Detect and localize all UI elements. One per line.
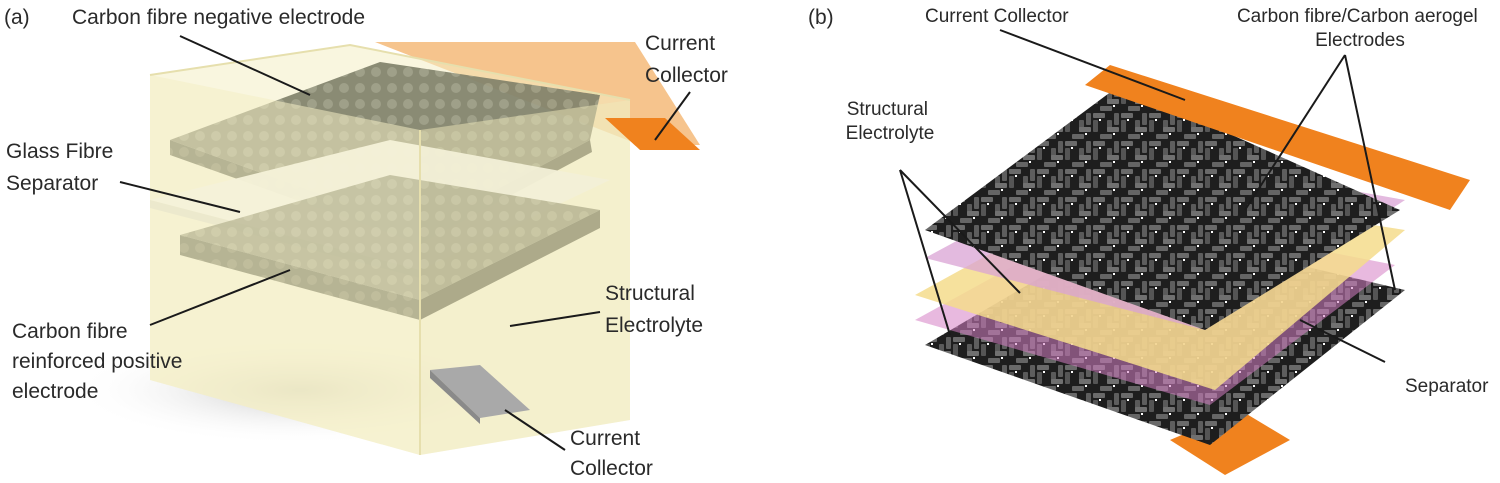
top-collector-tab	[605, 118, 700, 150]
panel-a: (a) Carbon fibre negative electrode	[4, 6, 728, 480]
leader-electrodes-b-2	[1344, 54, 1396, 291]
leader-bottom-collector	[504, 409, 566, 451]
label-top-collector: Current Collector	[645, 32, 728, 87]
panel-b: (b) Current Collector Carbon fibre/Carbo…	[808, 6, 1489, 475]
label-electrolyte-a: Structural Electrolyte	[605, 282, 703, 337]
leader-separator	[119, 181, 241, 213]
leader-electrodes-b-1	[1244, 54, 1346, 211]
leader-electrolyte-b-1	[899, 169, 1021, 294]
label-positive-electrode: Carbon fibre reinforced positive electro…	[12, 320, 188, 403]
block-outline	[149, 43, 631, 101]
label-bottom-collector: Current Collector	[570, 427, 653, 480]
leader-negative-electrode	[179, 35, 311, 96]
electrolyte-block-front	[150, 75, 420, 455]
panel-b-tag: (b)	[808, 6, 834, 29]
top-collector-strip	[1085, 65, 1470, 210]
leader-current-collector-b	[999, 29, 1186, 101]
top-carbon-electrode	[925, 85, 1400, 330]
leader-separator-b	[1299, 319, 1386, 363]
leader-top-collector	[654, 91, 691, 141]
label-current-collector-b: Current Collector	[925, 6, 1069, 27]
electrolyte-block-right	[420, 100, 630, 455]
bottom-collector-strip	[1170, 410, 1290, 475]
leader-electrolyte-a	[509, 311, 601, 327]
leader-positive-electrode	[149, 269, 291, 326]
panel-a-tag: (a)	[4, 6, 30, 29]
bottom-collector-tab	[430, 370, 480, 424]
label-electrodes-b: Carbon fibre/Carbon aerogel Electrodes	[1237, 6, 1483, 51]
label-negative-electrode: Carbon fibre negative electrode	[72, 6, 365, 29]
bottom-current-collector	[430, 365, 530, 418]
leader-electrolyte-b-2	[899, 169, 951, 336]
label-separator-b: Separator	[1405, 376, 1489, 397]
label-separator: Glass Fibre Separator	[6, 140, 119, 195]
label-electrolyte-b: Structural Electrolyte	[846, 99, 935, 144]
